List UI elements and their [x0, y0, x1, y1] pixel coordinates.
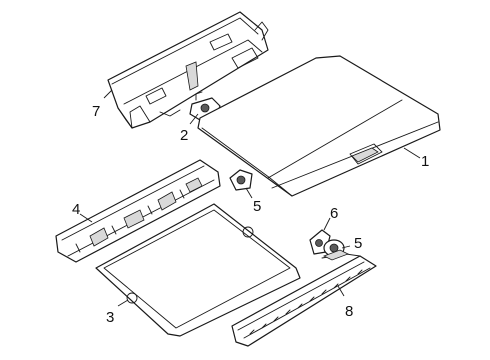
callout-6: 6: [323, 205, 338, 231]
callout-6-label: 6: [330, 205, 338, 222]
callout-5b: 5: [341, 235, 362, 252]
part-5-clip-upper: [229, 169, 253, 191]
callout-8-label: 8: [345, 303, 353, 320]
part-4-support-rail: [55, 159, 221, 263]
part-8-sill-plate: [231, 249, 377, 347]
callout-5b-label: 5: [354, 235, 362, 252]
callout-1: 1: [403, 147, 429, 170]
callout-2-label: 2: [180, 127, 188, 144]
callout-5a: 5: [245, 187, 261, 215]
callout-8: 8: [337, 285, 353, 320]
callout-5a-label: 5: [253, 198, 261, 215]
callout-4: 4: [72, 201, 93, 223]
callout-4-label: 4: [72, 201, 80, 218]
callout-3-label: 3: [106, 309, 114, 326]
part-1-cargo-cover: [197, 55, 441, 197]
callout-7: 7: [92, 89, 113, 120]
callout-2: 2: [180, 113, 199, 144]
callout-1-label: 1: [421, 153, 429, 170]
callout-7-label: 7: [92, 103, 100, 120]
part-7-trim-panel: [107, 11, 269, 129]
callout-3: 3: [106, 299, 129, 326]
part-3-cargo-mat: [95, 203, 301, 337]
